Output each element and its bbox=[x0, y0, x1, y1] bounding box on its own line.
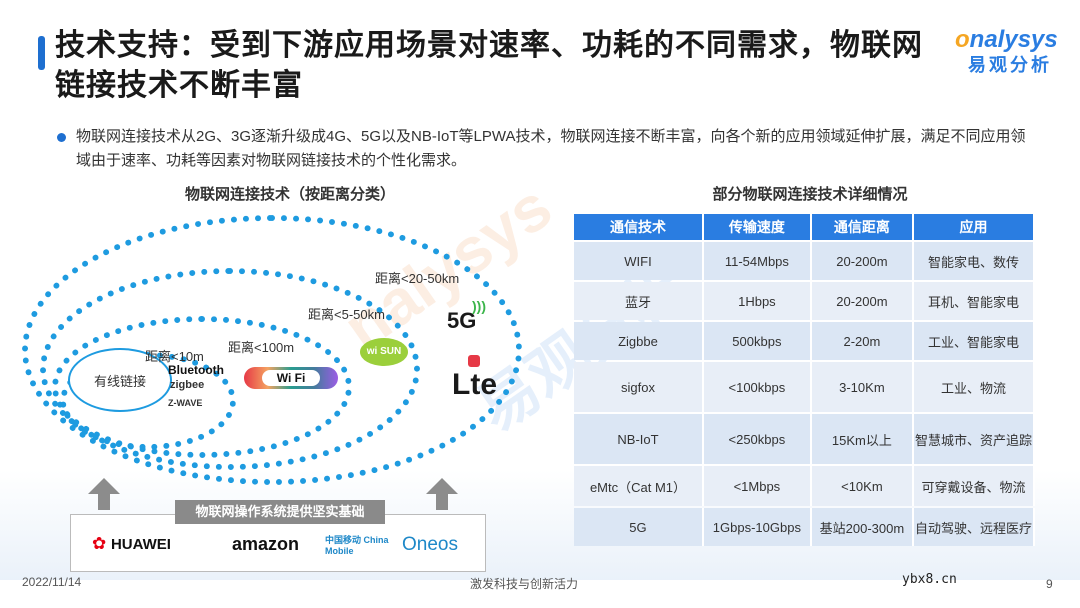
bullet-text: 物联网连接技术从2G、3G逐渐升级成4G、5G以及NB-IoT等LPWA技术，物… bbox=[76, 128, 1026, 169]
page-number: 9 bbox=[1046, 577, 1053, 591]
china-mobile-logo: 中国移动 China Mobile bbox=[325, 535, 389, 556]
wifi-logo: Wi Fi bbox=[244, 367, 338, 389]
wired-link-node: 有线链接 bbox=[68, 348, 172, 412]
ring-5-50km bbox=[40, 268, 420, 470]
footer-watermark-url: ybx8.cn bbox=[902, 572, 957, 587]
left-subtitle: 物联网连接技术（按距离分类） bbox=[184, 186, 395, 203]
5g-waves-icon: ))) bbox=[472, 298, 486, 314]
zwave-logo: Z-WAVE bbox=[168, 398, 203, 408]
wisun-logo: wi SUN bbox=[360, 338, 408, 366]
title-accent-bar bbox=[38, 36, 45, 70]
lte-logo: Lte bbox=[452, 368, 497, 401]
ring-20-50km bbox=[22, 215, 522, 485]
page-title: 技术支持：受到下游应用场景对速率、功耗的不同需求，物联网链接技术不断丰富 bbox=[55, 29, 923, 102]
bluetooth-logo: Bluetooth bbox=[168, 363, 224, 377]
zigbee-logo: zigbee bbox=[170, 379, 205, 391]
oneos-logo: Oneos bbox=[402, 534, 458, 555]
ring-100m bbox=[52, 316, 352, 458]
arrow-up-icon bbox=[88, 478, 120, 510]
footer-date: 2022/11/14 bbox=[22, 575, 82, 589]
header-range: 通信距离 bbox=[811, 214, 914, 240]
os-foundation-label: 物联网操作系统提供坚实基础 bbox=[175, 500, 385, 524]
analysys-logo: onalysys 易观分析 bbox=[955, 26, 1058, 75]
header-speed: 传输速度 bbox=[703, 214, 812, 240]
right-subtitle: 部分物联网连接技术详细情况 bbox=[712, 186, 908, 203]
distance-20-50km: 距离<20-50km bbox=[375, 271, 460, 286]
arrow-up-icon bbox=[426, 478, 458, 510]
5g-logo: 5G bbox=[447, 308, 477, 333]
distance-100m: 距离<100m bbox=[228, 340, 295, 355]
footer-slogan: 激发科技与创新活力 bbox=[470, 577, 579, 591]
header-application: 应用 bbox=[913, 214, 1035, 240]
lte-signal-icon bbox=[468, 355, 480, 367]
header-tech: 通信技术 bbox=[574, 214, 704, 240]
distance-5-50km: 距离<5-50km bbox=[308, 307, 385, 322]
distance-10m: 距离<10m bbox=[145, 349, 204, 364]
huawei-logo: ✿ HUAWEI bbox=[92, 534, 171, 553]
table-header-row: 通信技术 传输速度 通信距离 应用 bbox=[574, 214, 1035, 240]
bullet-icon bbox=[57, 133, 66, 142]
amazon-logo: amazon bbox=[232, 534, 300, 554]
